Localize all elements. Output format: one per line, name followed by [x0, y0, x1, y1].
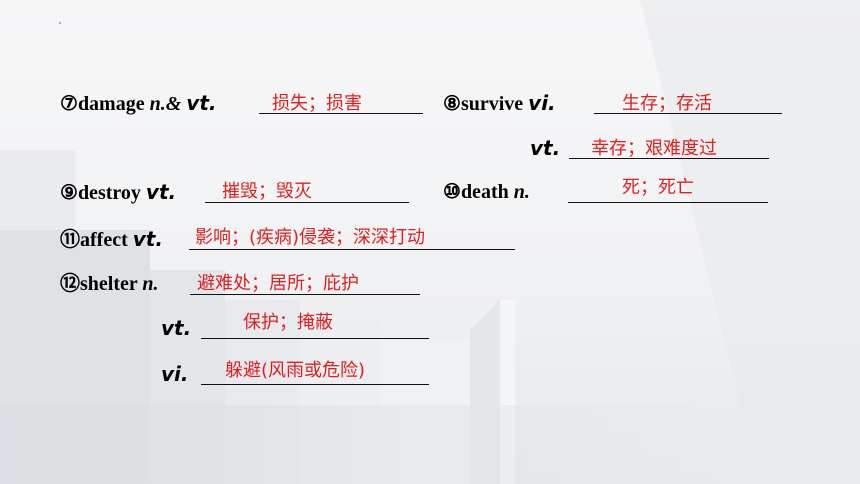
- item-marker: ⑫: [60, 273, 80, 295]
- item-pos: vt.: [132, 227, 163, 251]
- answer-shelter-vi: 躲避(风雨或危险): [225, 360, 366, 381]
- item-pos: n.& vt.: [149, 91, 217, 115]
- item-word: damage: [77, 93, 145, 115]
- answer-destroy: 摧毁；毁灭: [222, 181, 312, 202]
- item-damage-label: ⑦damage n.& vt.: [60, 89, 217, 118]
- item-word: destroy: [77, 182, 141, 204]
- row-6: vt. 保护；掩蔽: [0, 312, 860, 343]
- item-death-label: ⑩death n.: [443, 178, 530, 206]
- answer-survive-vt: 幸存；艰难度过: [591, 138, 717, 159]
- item-marker: ⑩: [443, 181, 461, 203]
- item-marker: ⑪: [60, 229, 80, 251]
- answer-line: [189, 249, 515, 250]
- answer-line: [594, 113, 782, 114]
- item-survive-label: ⑧survive vi.: [443, 89, 556, 118]
- row-3: ⑨destroy vt. 摧毁；毁灭 ⑩death n. 死；死亡: [0, 177, 860, 207]
- item-pos: n.: [142, 273, 159, 295]
- item-marker: ⑧: [443, 93, 461, 115]
- answer-shelter-vt: 保护；掩蔽: [243, 312, 333, 333]
- row-4: ⑪affect vt. 影响；(疾病)侵袭；深深打动: [0, 225, 860, 253]
- item-word: survive: [460, 93, 524, 115]
- answer-affect: 影响；(疾病)侵袭；深深打动: [195, 227, 426, 248]
- item-survive-vt-label: vt.: [530, 134, 560, 163]
- answer-survive: 生存；存活: [622, 93, 712, 114]
- item-pos: vi.: [161, 362, 189, 386]
- item-pos: vt.: [145, 180, 177, 204]
- answer-line: [568, 202, 768, 203]
- item-shelter-label: ⑫shelter n.: [60, 270, 159, 298]
- row-7: vi. 躲避(风雨或危险): [0, 360, 860, 388]
- item-pos: vi.: [528, 91, 556, 115]
- item-affect-label: ⑪affect vt.: [60, 225, 163, 254]
- answer-damage: 损失；损害: [272, 93, 362, 114]
- item-marker: ⑨: [60, 182, 78, 204]
- item-destroy-label: ⑨destroy vt.: [60, 178, 176, 207]
- answer-death: 死；死亡: [622, 177, 694, 198]
- item-marker: ⑦: [60, 93, 78, 115]
- answer-line: [205, 202, 409, 203]
- item-shelter-vi-label: vi.: [161, 360, 189, 389]
- item-word: death: [460, 181, 509, 203]
- item-pos: vt.: [161, 316, 192, 340]
- item-shelter-vt-label: vt.: [161, 314, 191, 343]
- item-pos: vt.: [530, 136, 561, 160]
- row-2: vt. 幸存；艰难度过: [0, 134, 860, 162]
- item-word: shelter: [80, 273, 138, 295]
- row-5: ⑫shelter n. 避难处；居所；庇护: [0, 270, 860, 298]
- answer-line: [201, 384, 429, 385]
- item-pos: n.: [513, 181, 530, 203]
- answer-line: [259, 113, 423, 114]
- item-word: affect: [80, 229, 128, 251]
- answer-line: [190, 294, 420, 295]
- answer-shelter-n: 避难处；居所；庇护: [197, 273, 359, 294]
- row-1: ⑦damage n.& vt. 损失；损害 ⑧survive vi. 生存；存活: [0, 89, 860, 117]
- dot-mark: [59, 22, 61, 24]
- answer-line: [569, 158, 769, 159]
- answer-line: [201, 338, 429, 339]
